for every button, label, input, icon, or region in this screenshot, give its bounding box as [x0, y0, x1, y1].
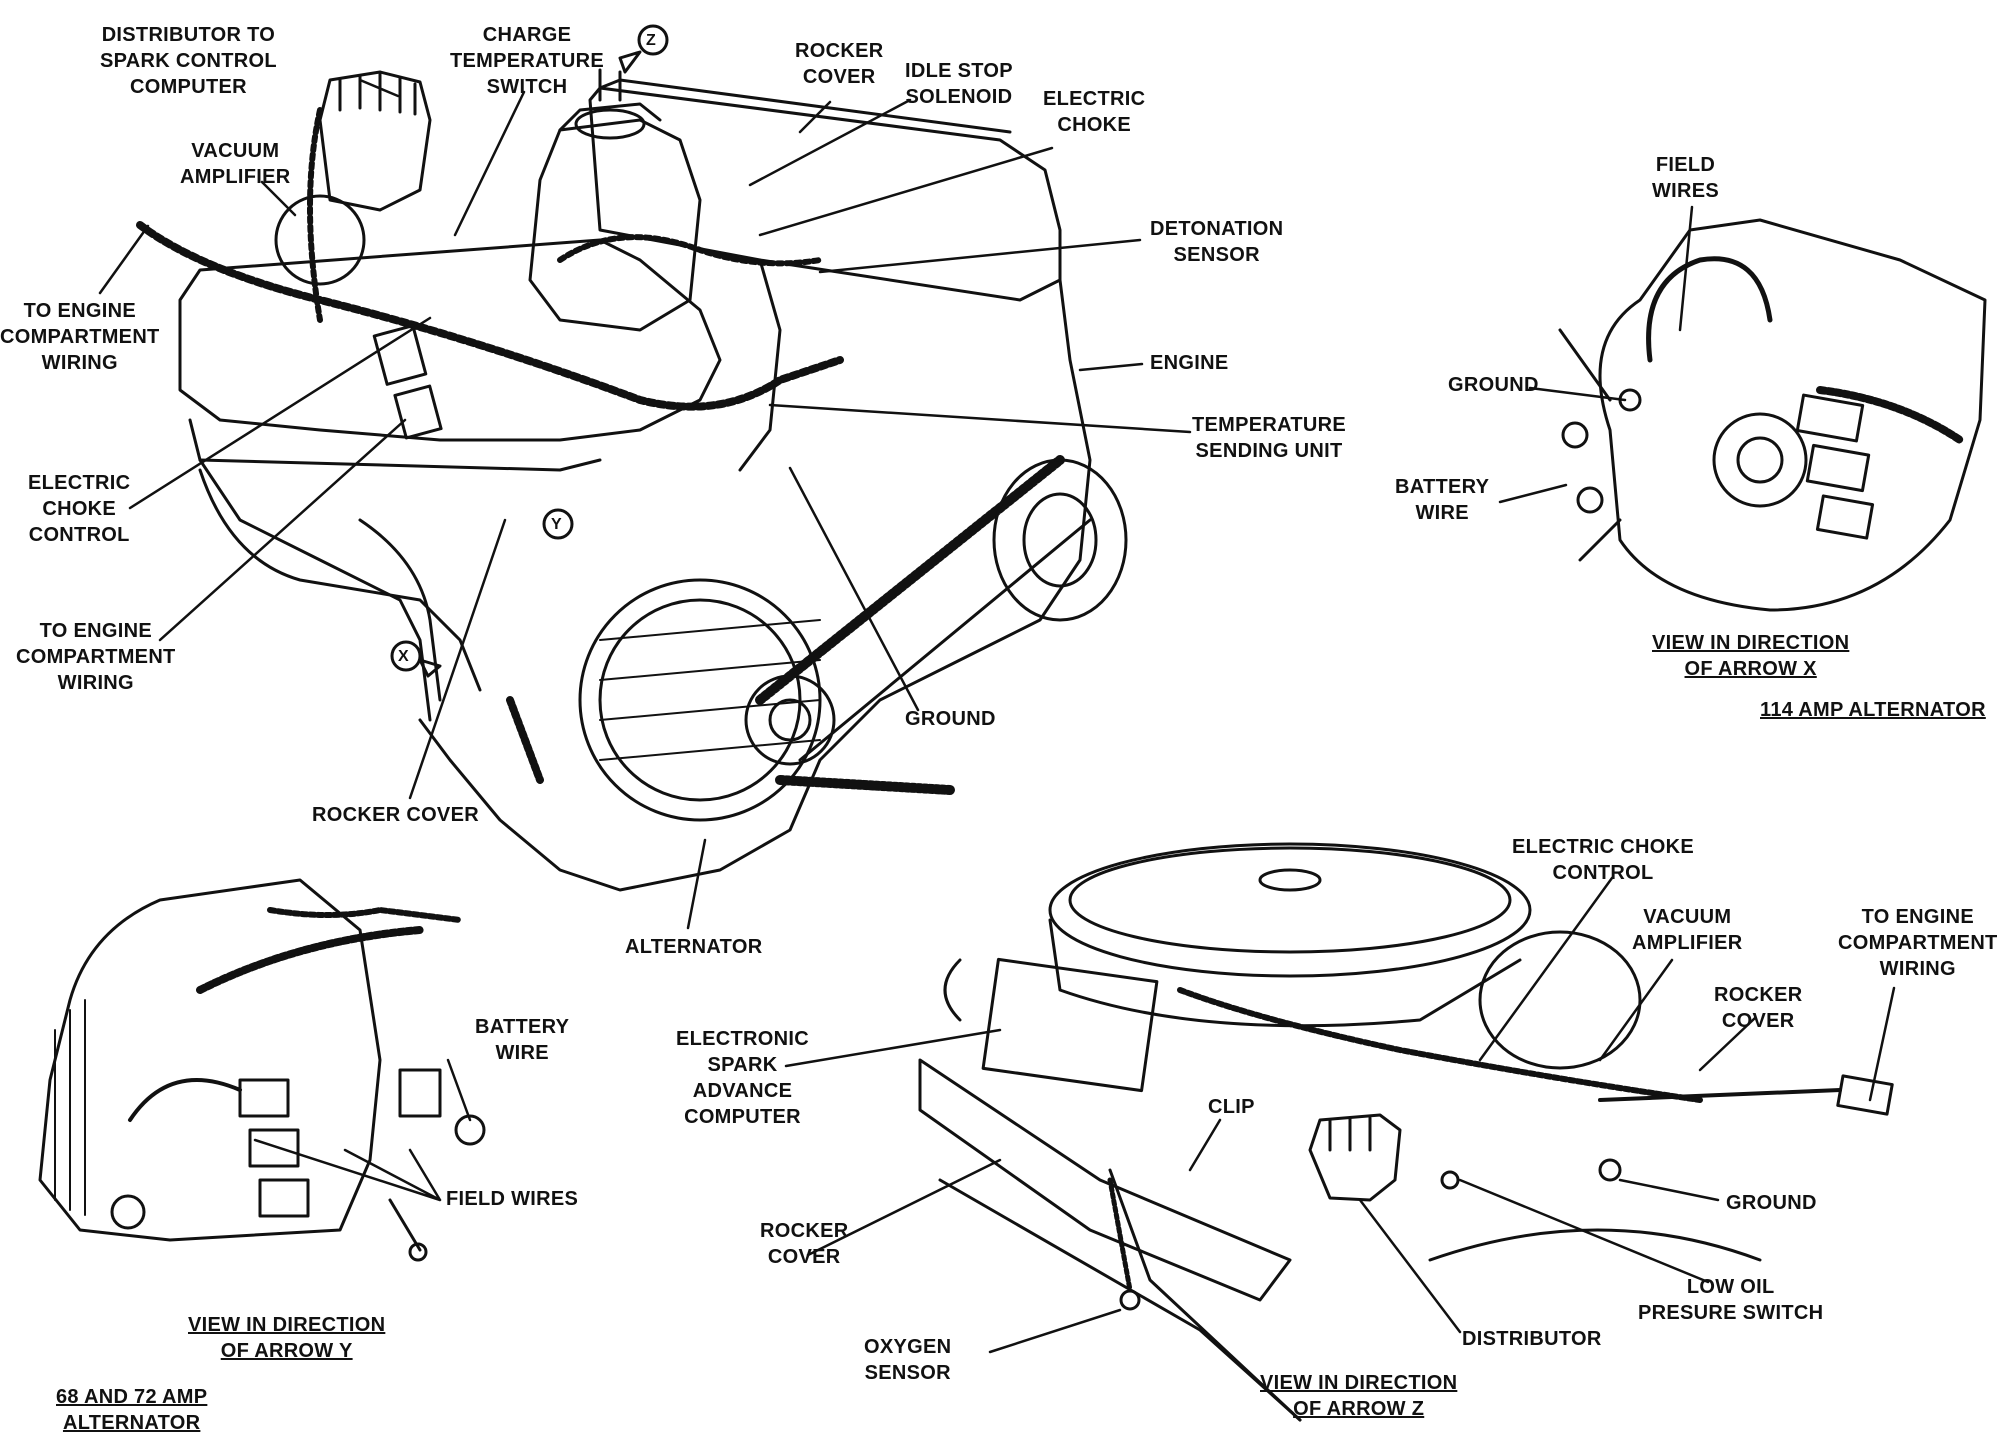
- label-distributor-z: DISTRIBUTOR: [1462, 1328, 1602, 1350]
- label-field-wires-x: FIELD WIRES: [1652, 154, 1720, 202]
- main-engine-drawing: [136, 68, 1128, 892]
- arrow-z-marker: Z: [646, 32, 657, 49]
- label-detonation-sensor: DETONATION SENSOR: [1150, 218, 1284, 266]
- view-z-drawing: [918, 842, 1894, 1422]
- label-ground-z: GROUND: [1726, 1192, 1817, 1214]
- caption-view-x: VIEW IN DIRECTION OF ARROW X: [1652, 632, 1850, 680]
- label-low-oil-pressure-switch: LOW OIL PRESURE SWITCH: [1638, 1276, 1824, 1324]
- label-field-wires-y: FIELD WIRES: [446, 1188, 579, 1210]
- label-vacuum-amplifier-z: VACUUM AMPLIFIER: [1632, 906, 1743, 954]
- label-charge-temperature-switch: CHARGE TEMPERATURE SWITCH: [450, 24, 605, 98]
- arrow-y-marker: Y: [551, 516, 562, 533]
- label-rocker-cover-z2: ROCKER COVER: [760, 1220, 849, 1268]
- label-idle-stop-solenoid: IDLE STOP SOLENOID: [905, 60, 1013, 108]
- label-battery-wire-y: BATTERY WIRE: [475, 1016, 570, 1064]
- label-oxygen-sensor: OXYGEN SENSOR: [864, 1336, 952, 1384]
- caption-alternator-68-72: 68 AND 72 AMP ALTERNATOR: [56, 1386, 208, 1434]
- label-clip: CLIP: [1208, 1096, 1255, 1118]
- label-distributor-to-computer: DISTRIBUTOR TO SPARK CONTROL COMPUTER: [100, 24, 277, 98]
- label-rocker-cover-top: ROCKER COVER: [795, 40, 884, 88]
- label-to-engine-wiring-2: TO ENGINE COMPARTMENT WIRING: [16, 620, 176, 694]
- caption-alternator-114: 114 AMP ALTERNATOR: [1760, 699, 1986, 721]
- arrow-markers: [390, 24, 669, 678]
- arrow-x-marker: X: [398, 648, 409, 665]
- label-temperature-sending-unit: TEMPERATURE SENDING UNIT: [1192, 414, 1347, 462]
- label-electric-choke-control-z: ELECTRIC CHOKE CONTROL: [1512, 836, 1694, 884]
- leader-lines: [98, 78, 1896, 1354]
- label-electric-choke: ELECTRIC CHOKE: [1043, 88, 1146, 136]
- label-electric-choke-control-left: ELECTRIC CHOKE CONTROL: [28, 472, 131, 546]
- label-to-engine-wiring-1: TO ENGINE COMPARTMENT WIRING: [0, 300, 160, 374]
- label-vacuum-amplifier-left: VACUUM AMPLIFIER: [180, 140, 291, 188]
- caption-view-z: VIEW IN DIRECTION OF ARROW Z: [1260, 1372, 1458, 1420]
- caption-view-y: VIEW IN DIRECTION OF ARROW Y: [188, 1314, 386, 1362]
- view-y-drawing: [38, 878, 486, 1262]
- view-x-drawing: [1558, 218, 1987, 612]
- label-engine: ENGINE: [1150, 352, 1229, 374]
- label-to-engine-wiring-z: TO ENGINE COMPARTMENT WIRING: [1838, 906, 1998, 980]
- label-alternator: ALTERNATOR: [625, 936, 763, 958]
- label-battery-wire-x: BATTERY WIRE: [1395, 476, 1490, 524]
- label-ground-x: GROUND: [1448, 374, 1539, 396]
- label-ground-main: GROUND: [905, 708, 996, 730]
- label-esa-computer: ELECTRONIC SPARK ADVANCE COMPUTER: [676, 1028, 809, 1128]
- label-rocker-cover-z: ROCKER COVER: [1714, 984, 1803, 1032]
- label-rocker-cover-main: ROCKER COVER: [312, 804, 479, 826]
